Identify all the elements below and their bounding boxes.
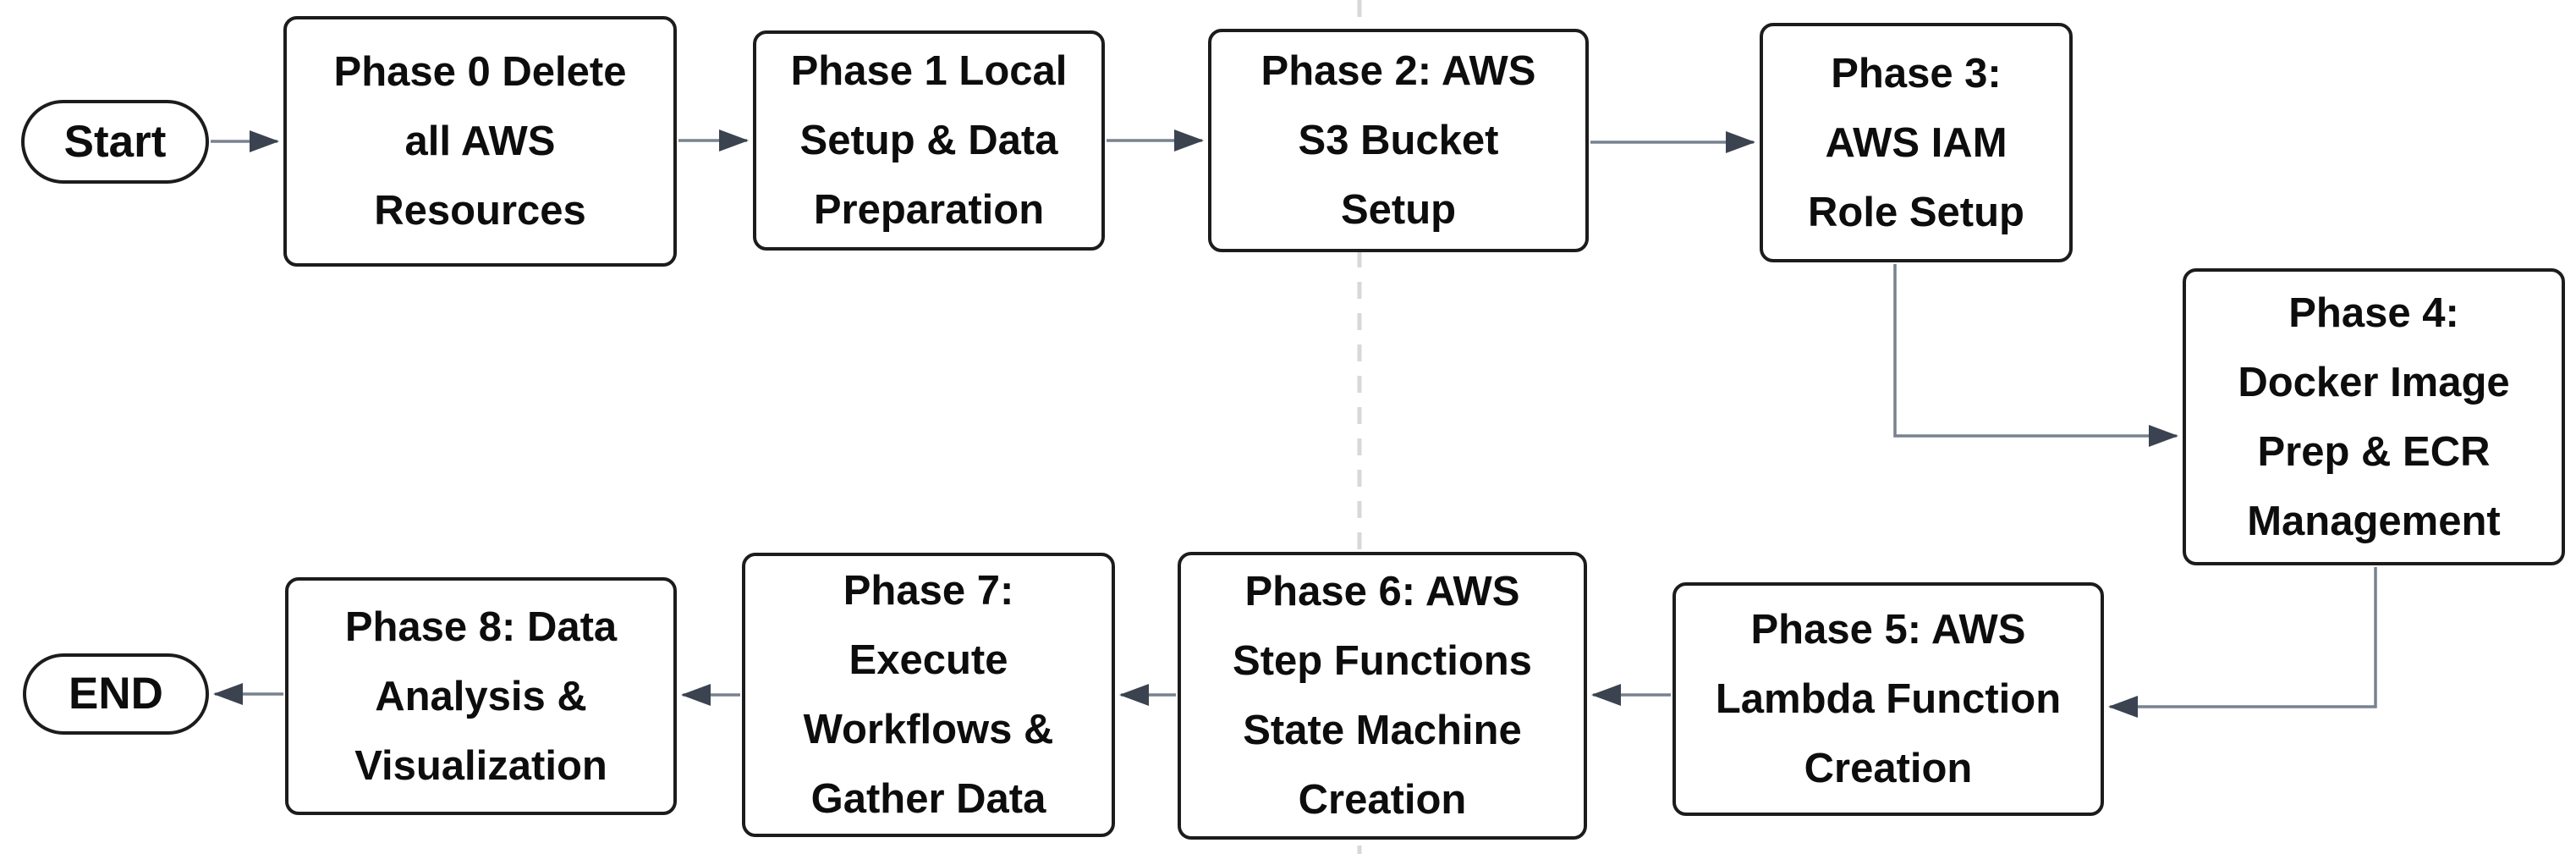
phase-1-label: Phase 1 Local Setup & Data Preparation: [790, 48, 1068, 233]
end-label: END: [69, 669, 163, 719]
start-label: Start: [63, 116, 167, 167]
phase-6-label: Phase 6: AWS Step Functions State Machin…: [1233, 569, 1532, 823]
phase-4-label: Phase 4: Docker Image Prep & ECR Managem…: [2238, 289, 2510, 544]
end-terminator: END: [23, 653, 209, 735]
phase-7-label: Phase 7: Execute Workflows & Gather Data: [803, 568, 1054, 822]
phase-5-box: Phase 5: AWS Lambda Function Creation: [1672, 582, 2104, 816]
phase-3-label: Phase 3: AWS IAM Role Setup: [1808, 50, 2024, 235]
phase-6-box: Phase 6: AWS Step Functions State Machin…: [1178, 552, 1587, 840]
phase-8-label: Phase 8: Data Analysis & Visualization: [344, 603, 618, 789]
start-terminator: Start: [21, 100, 209, 184]
phase-2-label: Phase 2: AWS S3 Bucket Setup: [1261, 48, 1536, 233]
arrow-phase3-to-phase4: [1893, 264, 2178, 447]
arrow-phase4-to-phase5: [2108, 567, 2377, 718]
phase-7-box: Phase 7: Execute Workflows & Gather Data: [742, 553, 1115, 837]
phase-4-box: Phase 4: Docker Image Prep & ECR Managem…: [2183, 268, 2565, 565]
phase-8-box: Phase 8: Data Analysis & Visualization: [285, 577, 677, 815]
phase-3-box: Phase 3: AWS IAM Role Setup: [1760, 23, 2073, 262]
phase-2-box: Phase 2: AWS S3 Bucket Setup: [1208, 29, 1589, 252]
phase-0-label: Phase 0 Delete all AWS Resources: [333, 49, 627, 234]
phase-5-label: Phase 5: AWS Lambda Function Creation: [1715, 607, 2062, 791]
phase-1-box: Phase 1 Local Setup & Data Preparation: [753, 30, 1105, 251]
phase-0-box: Phase 0 Delete all AWS Resources: [283, 16, 677, 267]
